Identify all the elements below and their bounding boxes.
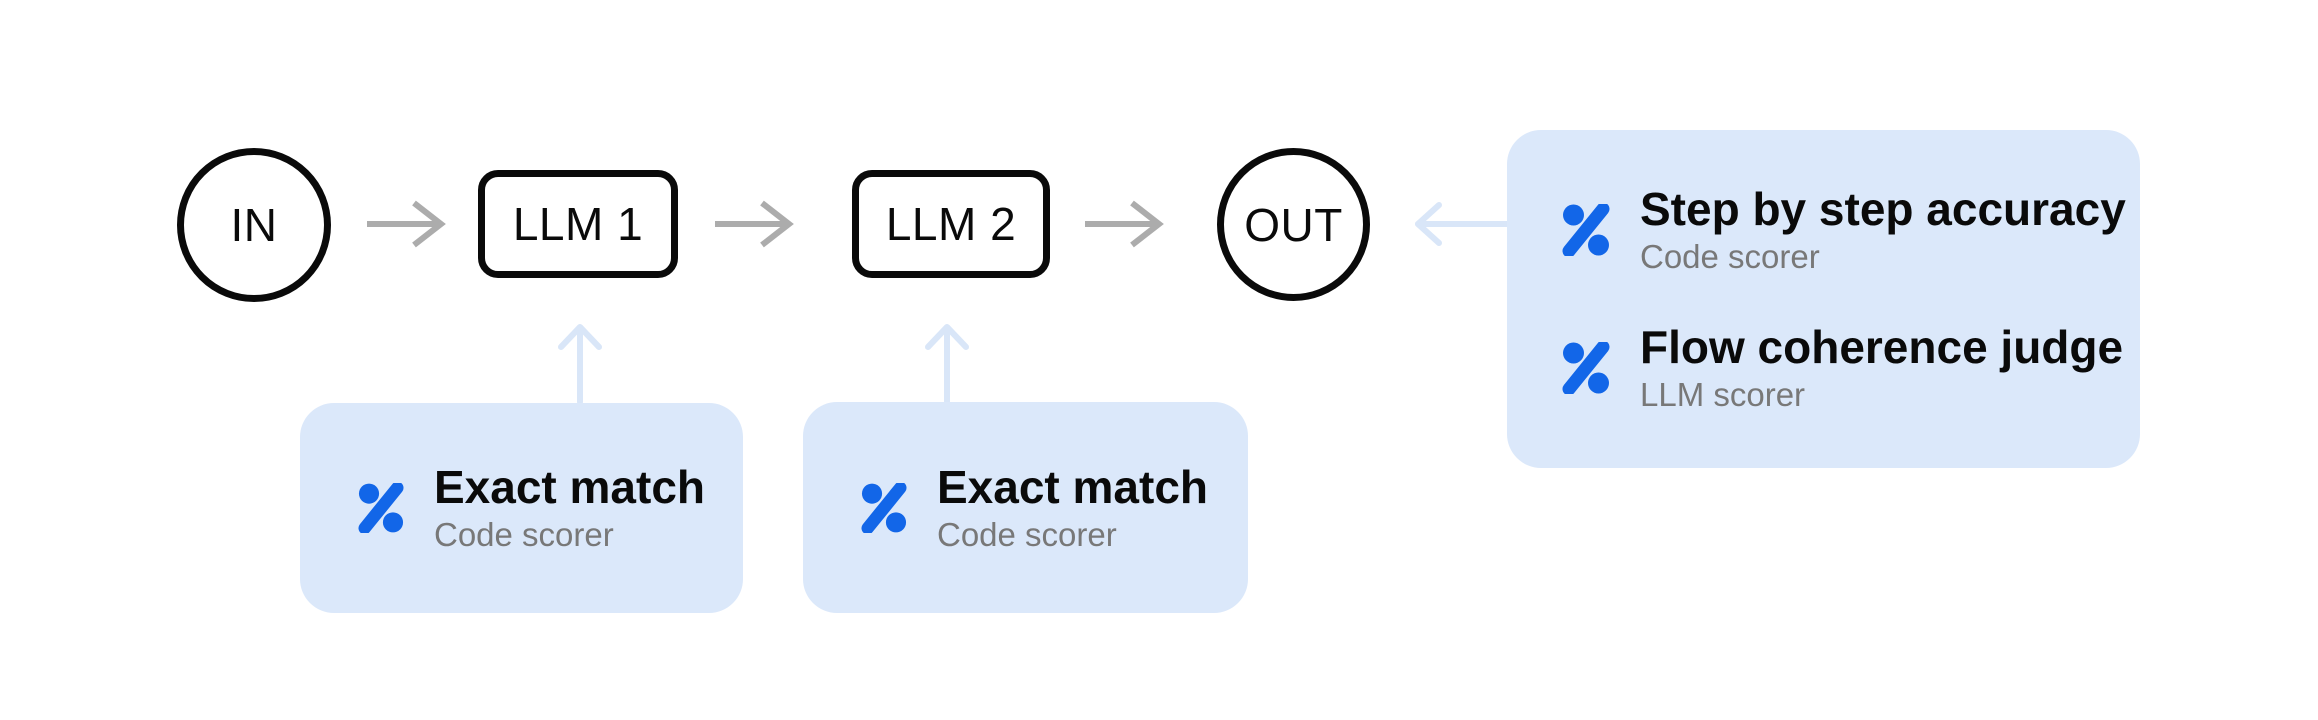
arrow-in-to-llm1-icon	[367, 200, 446, 248]
scorer-item: Flow coherence judge LLM scorer	[1562, 320, 2140, 416]
scorer-text: Flow coherence judge LLM scorer	[1640, 320, 2123, 416]
arrow-llm1-to-llm2-icon	[715, 200, 794, 248]
arrow-scorers-to-llm2-icon	[925, 324, 969, 404]
scorer-item: Exact match Code scorer	[861, 460, 1248, 556]
node-in: IN	[177, 148, 331, 302]
scorer-title: Flow coherence judge	[1640, 321, 2124, 373]
node-llm1-label: LLM 1	[512, 198, 644, 250]
node-llm2-label: LLM 2	[885, 198, 1017, 250]
scorer-title: Step by step accuracy	[1640, 183, 2126, 235]
scorer-subtitle: Code scorer	[1640, 238, 1820, 275]
scorer-subtitle: LLM scorer	[1640, 376, 1806, 413]
arrow-scorers-to-llm1-icon	[558, 324, 602, 404]
scorer-item: Exact match Code scorer	[358, 460, 743, 556]
node-in-label: IN	[230, 199, 278, 251]
scorer-text: Step by step accuracy Code scorer	[1640, 182, 2126, 278]
node-llm2: LLM 2	[852, 170, 1050, 278]
scorer-title: Exact match	[937, 460, 1209, 513]
scorer-subtitle: Code scorer	[434, 516, 614, 553]
node-out-label: OUT	[1244, 198, 1343, 251]
percent-scorer-icon	[358, 483, 404, 533]
arrow-llm2-to-out-icon	[1085, 200, 1164, 248]
node-out: OUT	[1217, 148, 1370, 301]
scorer-card-llm2: Exact match Code scorer	[803, 402, 1248, 613]
arrow-scorers-to-out-icon	[1415, 202, 1512, 246]
scorer-card-llm1: Exact match Code scorer	[300, 403, 743, 613]
scorer-text: Exact match Code scorer	[434, 460, 705, 556]
scorer-title: Exact match	[434, 461, 706, 513]
percent-scorer-icon	[861, 482, 907, 533]
node-llm1: LLM 1	[478, 170, 678, 278]
percent-scorer-icon	[1562, 342, 1610, 394]
scorer-card-output: Step by step accuracy Code scorer Flow c…	[1507, 130, 2140, 468]
scorer-subtitle: Code scorer	[937, 515, 1117, 553]
scorer-text: Exact match Code scorer	[937, 460, 1208, 556]
percent-scorer-icon	[1562, 204, 1610, 256]
scorer-item: Step by step accuracy Code scorer	[1562, 182, 2140, 278]
